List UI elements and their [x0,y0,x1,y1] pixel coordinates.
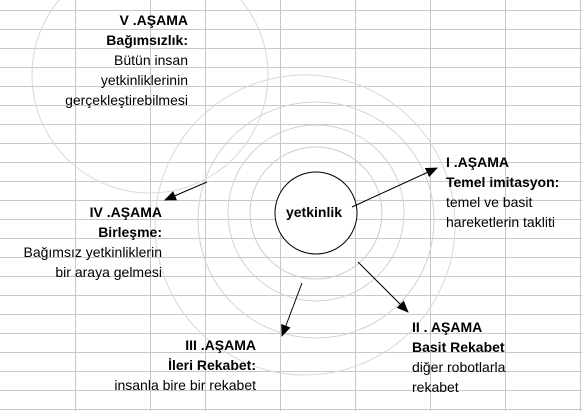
stage-3-line: insanla bire bir rekabet [114,377,256,393]
stage-4-title: IV .AŞAMA [89,204,162,220]
stage-3-title: III .AŞAMA [185,337,256,353]
stage-5-line: yetkinliklerinin [100,72,188,88]
stage-4-line: bir araya gelmesi [55,264,162,280]
stage-2-line: rekabet [412,379,459,395]
arrow-stage-4 [164,181,208,201]
stage-5-line: gerçekleştirebilmesi [65,92,188,108]
stage-1-block: I .AŞAMA Temel imitasyon: temel ve basit… [446,152,580,232]
center-ring [274,171,358,255]
stage-4-line: Bağımsız yetkinliklerin [23,244,163,260]
outer-ring-5 [31,0,269,194]
stage-2-title: II . AŞAMA [412,319,483,335]
stage-1-line: temel ve basit [446,194,533,210]
stage-1-title: I .AŞAMA [446,154,509,170]
stage-2-block: II . AŞAMA Basit Rekabet diğer robotlarl… [412,317,532,397]
stage-2-subtitle: Basit Rekabet [412,339,505,355]
arrow-stage-3 [281,282,303,337]
arrow-stage-1 [351,167,438,208]
stage-5-subtitle: Bağımsızlık: [106,32,188,48]
stage-3-block: III .AŞAMA İleri Rekabet: insanla bire b… [80,335,256,395]
stage-1-line: hareketlerin takliti [446,214,555,230]
outer-ring-2 [227,124,405,302]
stage-5-title: V .AŞAMA [119,12,188,28]
outer-ring-1 [249,146,383,280]
outer-ring-3 [197,101,435,339]
stage-3-subtitle: İleri Rekabet: [168,357,256,373]
stage-1-subtitle: Temel imitasyon: [446,174,560,190]
center-label: yetkinlik [285,204,343,220]
stage-4-block: IV .AŞAMA Birleşme: Bağımsız yetkinlikle… [2,202,163,282]
stage-4-subtitle: Birleşme: [98,224,162,240]
stage-5-line: Bütün insan [114,52,188,68]
outer-ring-4 [154,74,456,376]
arrow-stage-2 [357,261,409,313]
stage-5-block: V .AŞAMA Bağımsızlık: Bütün insan yetkin… [20,10,188,110]
stage-2-line: diğer robotlarla [412,359,506,375]
